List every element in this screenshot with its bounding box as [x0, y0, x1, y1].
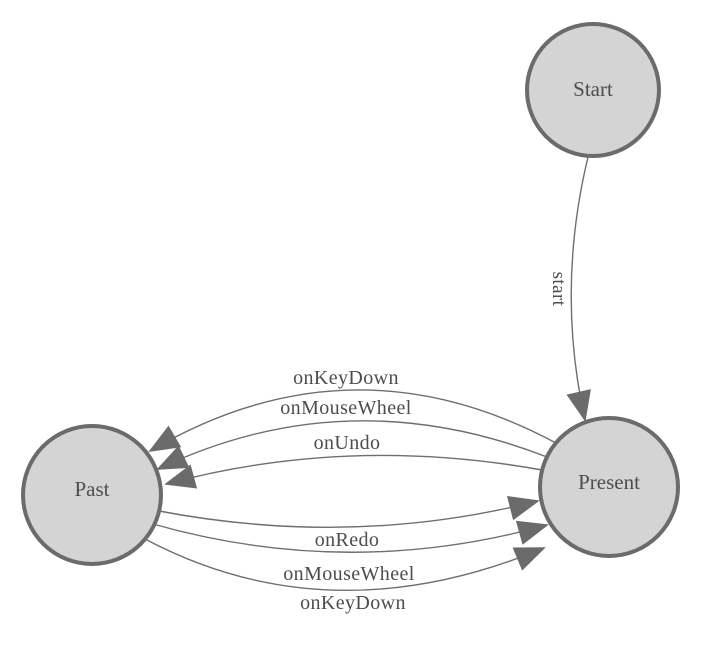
state-label-present: Present: [578, 470, 640, 494]
edge-past-to-present-onmousewheel[interactable]: [152, 520, 549, 553]
transitions: [144, 156, 591, 592]
edge-label-onkeydown-bottom: onKeyDown: [300, 592, 406, 614]
edge-present-to-past-onmousewheel[interactable]: [156, 420, 548, 470]
edge-label-onkeydown-top: onKeyDown: [293, 367, 399, 389]
edge-past-to-present-onkeydown[interactable]: [144, 538, 546, 592]
state-nodes: Start Present Past: [21, 22, 680, 566]
edge-label-start: start: [548, 272, 569, 307]
edge-present-to-past-onkeydown[interactable]: [148, 389, 557, 452]
state-node-start[interactable]: Start: [525, 22, 661, 158]
edge-label-onmousewheel-top: onMouseWheel: [280, 397, 411, 419]
edge-start-to-present[interactable]: [566, 156, 591, 422]
edge-label-onundo: onUndo: [314, 432, 381, 454]
edge-past-to-present-onredo[interactable]: [158, 495, 540, 528]
state-circle-present[interactable]: [538, 416, 680, 558]
transition-labels: start onKeyDown onMouseWheel onUndo onRe…: [280, 272, 569, 614]
edge-label-onmousewheel-bottom: onMouseWheel: [283, 563, 414, 585]
state-circle-start[interactable]: [525, 22, 661, 158]
state-node-past[interactable]: Past: [21, 424, 163, 566]
edge-present-to-past-onundo[interactable]: [164, 454, 543, 489]
edge-label-onredo: onRedo: [315, 529, 380, 551]
state-node-present[interactable]: Present: [538, 416, 680, 558]
state-circle-past[interactable]: [21, 424, 163, 566]
state-label-start: Start: [573, 77, 613, 101]
state-label-past: Past: [74, 477, 109, 501]
